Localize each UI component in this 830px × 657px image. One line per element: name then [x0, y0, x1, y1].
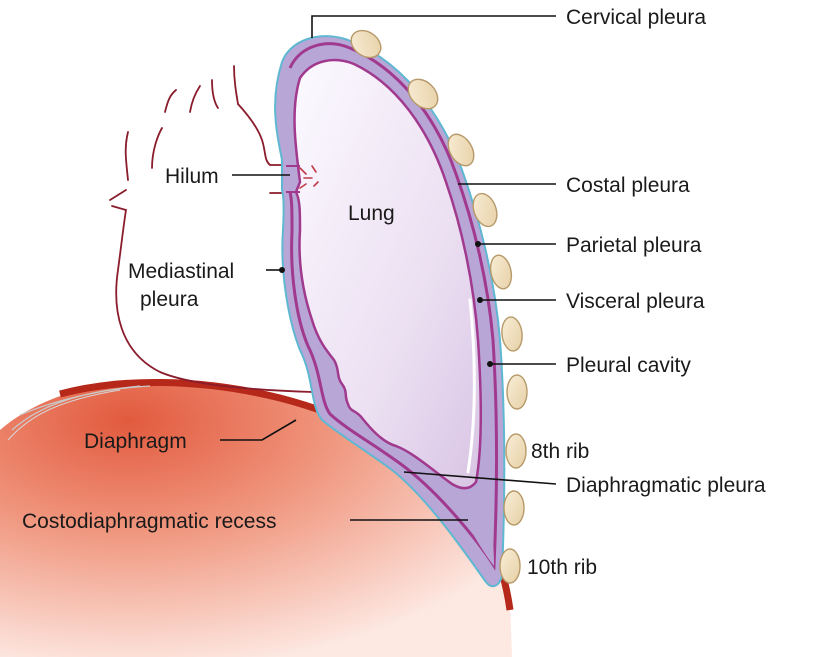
- rib-8: [506, 434, 526, 468]
- cervical-pleura-label: Cervical pleura: [566, 6, 706, 29]
- lung-label: Lung: [348, 202, 395, 225]
- mediastinal-pleura-label-line1: Mediastinal: [128, 260, 234, 283]
- rib-9: [504, 491, 524, 525]
- costal-pleura-label: Costal pleura: [566, 174, 690, 197]
- pleural-cavity-label: Pleural cavity: [566, 354, 691, 377]
- costodiaphragmatic-recess-label: Costodiaphragmatic recess: [22, 510, 276, 533]
- eighth-rib-label: 8th rib: [531, 440, 589, 463]
- visceral-pleura-label: Visceral pleura: [566, 290, 705, 313]
- diaphragm-label: Diaphragm: [84, 430, 187, 453]
- hilum-label: Hilum: [165, 165, 219, 188]
- tenth-rib-label: 10th rib: [527, 556, 597, 579]
- parietal-pleura-label: Parietal pleura: [566, 234, 702, 257]
- rib-10: [500, 549, 520, 583]
- diaphragmatic-pleura-label: Diaphragmatic pleura: [566, 474, 766, 497]
- rib-7: [507, 375, 527, 409]
- rib-6: [500, 316, 523, 352]
- mediastinal-pleura-label-line2: pleura: [140, 288, 199, 311]
